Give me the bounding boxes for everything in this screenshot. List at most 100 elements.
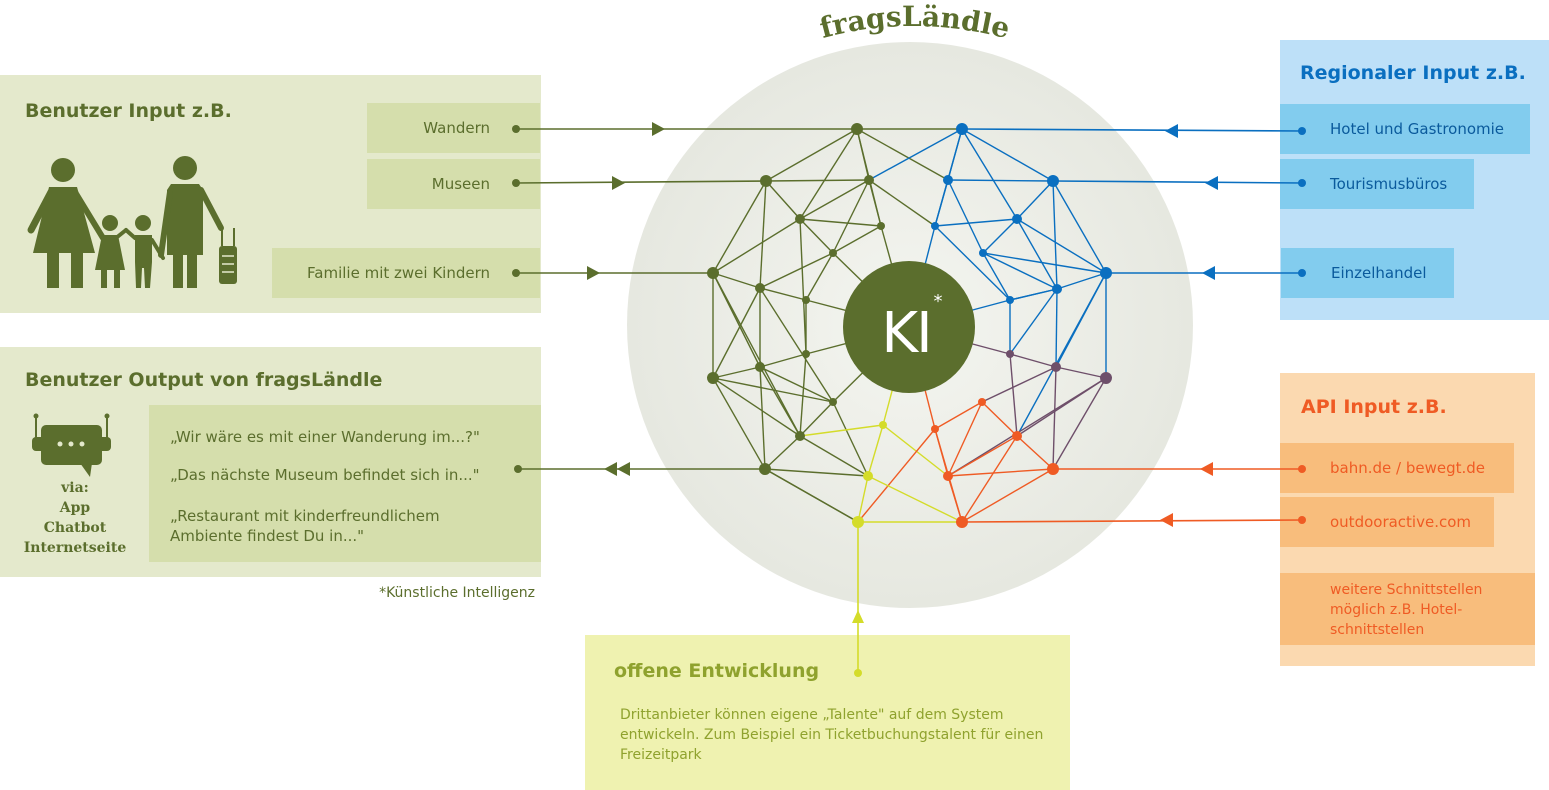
family-with-luggage-icon: [27, 156, 237, 288]
regional-item-tourismus[interactable]: Tourismusbüros: [1280, 159, 1474, 209]
item-label: outdooractive.com: [1330, 513, 1472, 531]
network-edge: [1052, 366, 1057, 470]
regional-input-heading: Regionaler Input z.B.: [1300, 62, 1526, 84]
network-edge: [857, 428, 936, 523]
network-edge: [961, 128, 1054, 182]
output-quote-2: „Das nächste Museum befindet sich in...": [170, 466, 480, 484]
network-node: [956, 123, 968, 135]
network-edge: [764, 468, 859, 523]
ki-label: KI: [881, 301, 930, 366]
network-node: [707, 267, 719, 279]
network-edge: [712, 180, 767, 274]
open-dev-heading: offene Entwicklung: [614, 660, 820, 682]
network-edge: [868, 128, 963, 181]
regional-item-hotel[interactable]: Hotel und Gastronomie: [1280, 104, 1530, 154]
item-label: Hotel und Gastronomie: [1330, 120, 1505, 138]
network-edge: [712, 272, 761, 289]
network-node: [795, 214, 805, 224]
network-edge: [934, 218, 1018, 227]
network-node: [1100, 372, 1112, 384]
api-input-heading: API Input z.B.: [1301, 396, 1447, 418]
network-edge: [799, 424, 884, 437]
network-edge: [799, 435, 869, 477]
network-edge: [982, 218, 1018, 254]
network-edge: [1009, 353, 1057, 368]
network-edge: [1009, 288, 1058, 301]
network-node: [760, 175, 772, 187]
output-channels: via: App Chatbot Internetseite: [10, 478, 140, 558]
network-node: [802, 350, 810, 358]
network-edge: [856, 128, 949, 181]
item-label: Wandern: [423, 119, 490, 137]
output-quotes-box: [149, 405, 541, 562]
network-edge: [759, 366, 801, 437]
network-edge: [1052, 180, 1058, 290]
network-node: [956, 516, 968, 528]
ki-core-circle: [843, 261, 975, 393]
network-node: [1100, 267, 1112, 279]
network-edge: [759, 287, 807, 301]
network-edge: [799, 218, 834, 254]
network-node: [863, 471, 873, 481]
network-edge: [1056, 272, 1107, 290]
network-edge: [832, 401, 869, 477]
network-node: [943, 471, 953, 481]
network-edge: [961, 128, 1018, 220]
network-node: [852, 516, 864, 528]
network-edge: [981, 401, 1018, 437]
api-item-outdooractive[interactable]: outdooractive.com: [1280, 497, 1494, 547]
network-edge: [934, 401, 983, 430]
network-edge: [805, 252, 834, 301]
user-input-item-museen[interactable]: Museen: [367, 159, 540, 209]
network-edge: [867, 475, 963, 523]
network-edge: [961, 435, 1018, 523]
network-edge: [868, 179, 882, 227]
network-node: [978, 398, 986, 406]
network-edge: [799, 218, 807, 355]
user-input-item-familie[interactable]: Familie mit zwei Kindern: [272, 248, 540, 298]
api-note: weitere Schnittstellen möglich z.B. Hote…: [1330, 582, 1483, 638]
user-input-item-wandern[interactable]: Wandern: [367, 103, 540, 153]
chatbot-icon: [32, 413, 111, 477]
open-dev-panel: [585, 635, 1070, 790]
network-edge: [947, 435, 1018, 477]
network-edge: [759, 366, 766, 470]
user-output-heading: Benutzer Output von fragsLändle: [25, 369, 383, 391]
network-edge: [799, 179, 870, 220]
network-edge: [832, 225, 882, 254]
network-node: [1006, 296, 1014, 304]
network-node: [879, 421, 887, 429]
network-node: [979, 249, 987, 257]
network-edge: [857, 475, 869, 523]
network-edge: [947, 475, 963, 523]
network-edge: [1055, 366, 1107, 379]
network-node: [802, 296, 810, 304]
network-edge: [764, 468, 869, 477]
api-item-bahn[interactable]: bahn.de / bewegt.de: [1280, 443, 1514, 493]
network-edge: [759, 366, 834, 403]
network-node: [755, 283, 765, 293]
network-edge: [799, 353, 807, 437]
regional-item-einzelhandel[interactable]: Einzelhandel: [1281, 248, 1454, 298]
network-edge: [765, 180, 801, 220]
network-edge: [934, 179, 949, 227]
ki-asterisk: *: [934, 291, 943, 312]
user-input-heading: Benutzer Input z.B.: [25, 100, 232, 122]
network-node: [931, 425, 939, 433]
network-node: [864, 175, 874, 185]
network-node: [1012, 214, 1022, 224]
network-edge: [1009, 288, 1058, 355]
title-logo: fragsLändle: [816, 0, 1013, 45]
network-edge: [981, 366, 1057, 403]
network-edge: [712, 377, 801, 437]
network-node: [829, 249, 837, 257]
network-node: [755, 362, 765, 372]
network-edge: [1055, 288, 1058, 368]
network-node: [759, 463, 771, 475]
network-node: [1006, 350, 1014, 358]
network-edge: [832, 179, 870, 254]
network-node: [931, 222, 939, 230]
network-node: [707, 372, 719, 384]
channel-website: Internetseite: [23, 540, 127, 556]
